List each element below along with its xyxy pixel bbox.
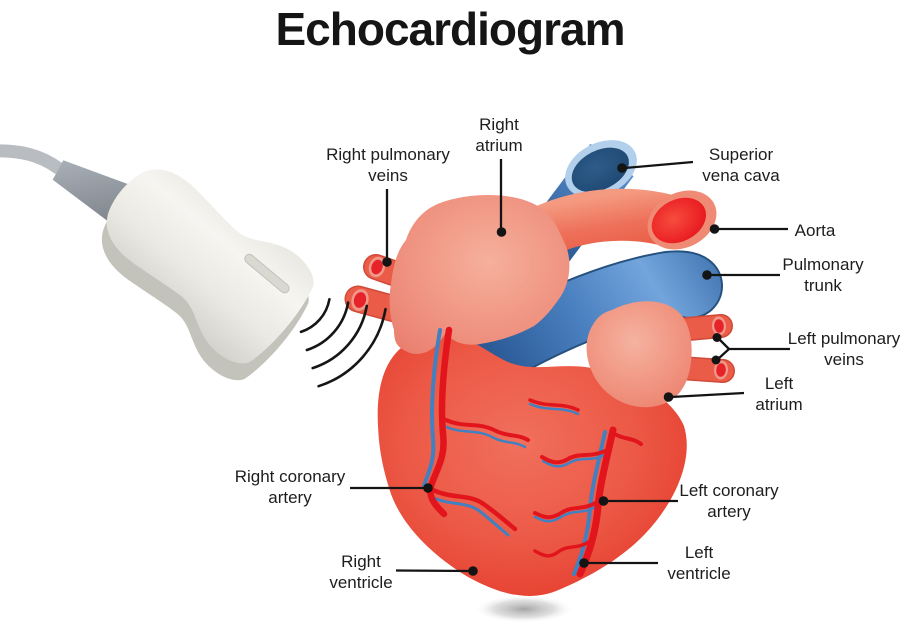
leader-left-coronary-artery <box>598 496 678 506</box>
label-line: atrium <box>475 136 523 155</box>
leader-right-ventricle <box>395 566 478 576</box>
label-right-pulmonary-veins: Right pulmonary veins <box>326 144 450 186</box>
label-right-ventricle: Right ventricle <box>329 551 392 593</box>
pulmonary-trunk-shape <box>465 250 723 383</box>
leader-right-pulmonary-veins <box>382 189 392 267</box>
leader-aorta <box>709 224 788 234</box>
leader-right-atrium <box>496 159 507 237</box>
coronary-arteries <box>422 326 643 578</box>
label-line: Right pulmonary <box>326 145 450 164</box>
probe-slit <box>244 253 290 294</box>
label-line: Left <box>684 543 714 562</box>
label-line: artery <box>707 502 751 521</box>
label-line: Right <box>479 115 519 134</box>
label-line: veins <box>824 350 864 369</box>
heart-body <box>377 332 687 596</box>
ultrasound-probe <box>0 144 314 381</box>
label-line: Left <box>764 374 794 393</box>
label-right-atrium: Right atrium <box>475 114 522 156</box>
label-line: Right coronary <box>234 467 346 486</box>
label-line: ventricle <box>667 564 731 583</box>
label-line: Superior <box>708 145 774 164</box>
leader-left-pulmonary-veins <box>711 333 790 365</box>
label-superior-vena-cava: Superior vena cava <box>702 144 780 186</box>
label-line: Pulmonary <box>782 255 864 274</box>
leader-pulmonary-trunk <box>702 270 780 280</box>
label-line: ventricle <box>329 573 393 592</box>
label-line: artery <box>268 488 312 507</box>
label-left-coronary-artery: Left coronary artery <box>679 480 778 522</box>
label-line: Left pulmonary <box>787 329 900 348</box>
heart-shadow <box>474 595 574 623</box>
label-line: Aorta <box>794 221 836 240</box>
probe-body <box>106 169 314 364</box>
probe-cable <box>0 144 65 175</box>
label-line: atrium <box>755 395 803 414</box>
label-left-atrium: Left atrium <box>755 373 802 415</box>
leader-right-coronary-artery <box>350 483 433 493</box>
label-right-coronary-artery: Right coronary artery <box>235 466 346 508</box>
label-line: trunk <box>804 276 842 295</box>
leader-left-atrium <box>663 391 745 402</box>
label-line: Left coronary <box>679 481 779 500</box>
right-atrium-shape <box>389 194 570 354</box>
label-line: Right <box>341 552 381 571</box>
label-left-pulmonary-veins: Left pulmonary veins <box>788 328 900 370</box>
label-line: veins <box>368 166 408 185</box>
leader-lines <box>350 159 790 576</box>
label-pulmonary-trunk: Pulmonary trunk <box>782 254 863 296</box>
leader-left-ventricle <box>579 558 658 568</box>
sound-waves <box>299 298 387 388</box>
leader-superior-vena-cava <box>617 160 694 173</box>
label-left-ventricle: Left ventricle <box>667 542 730 584</box>
left-atrium-shape <box>586 301 692 408</box>
label-line: vena cava <box>702 166 780 185</box>
page-title: Echocardiogram <box>275 3 626 55</box>
label-aorta: Aorta <box>795 220 836 241</box>
